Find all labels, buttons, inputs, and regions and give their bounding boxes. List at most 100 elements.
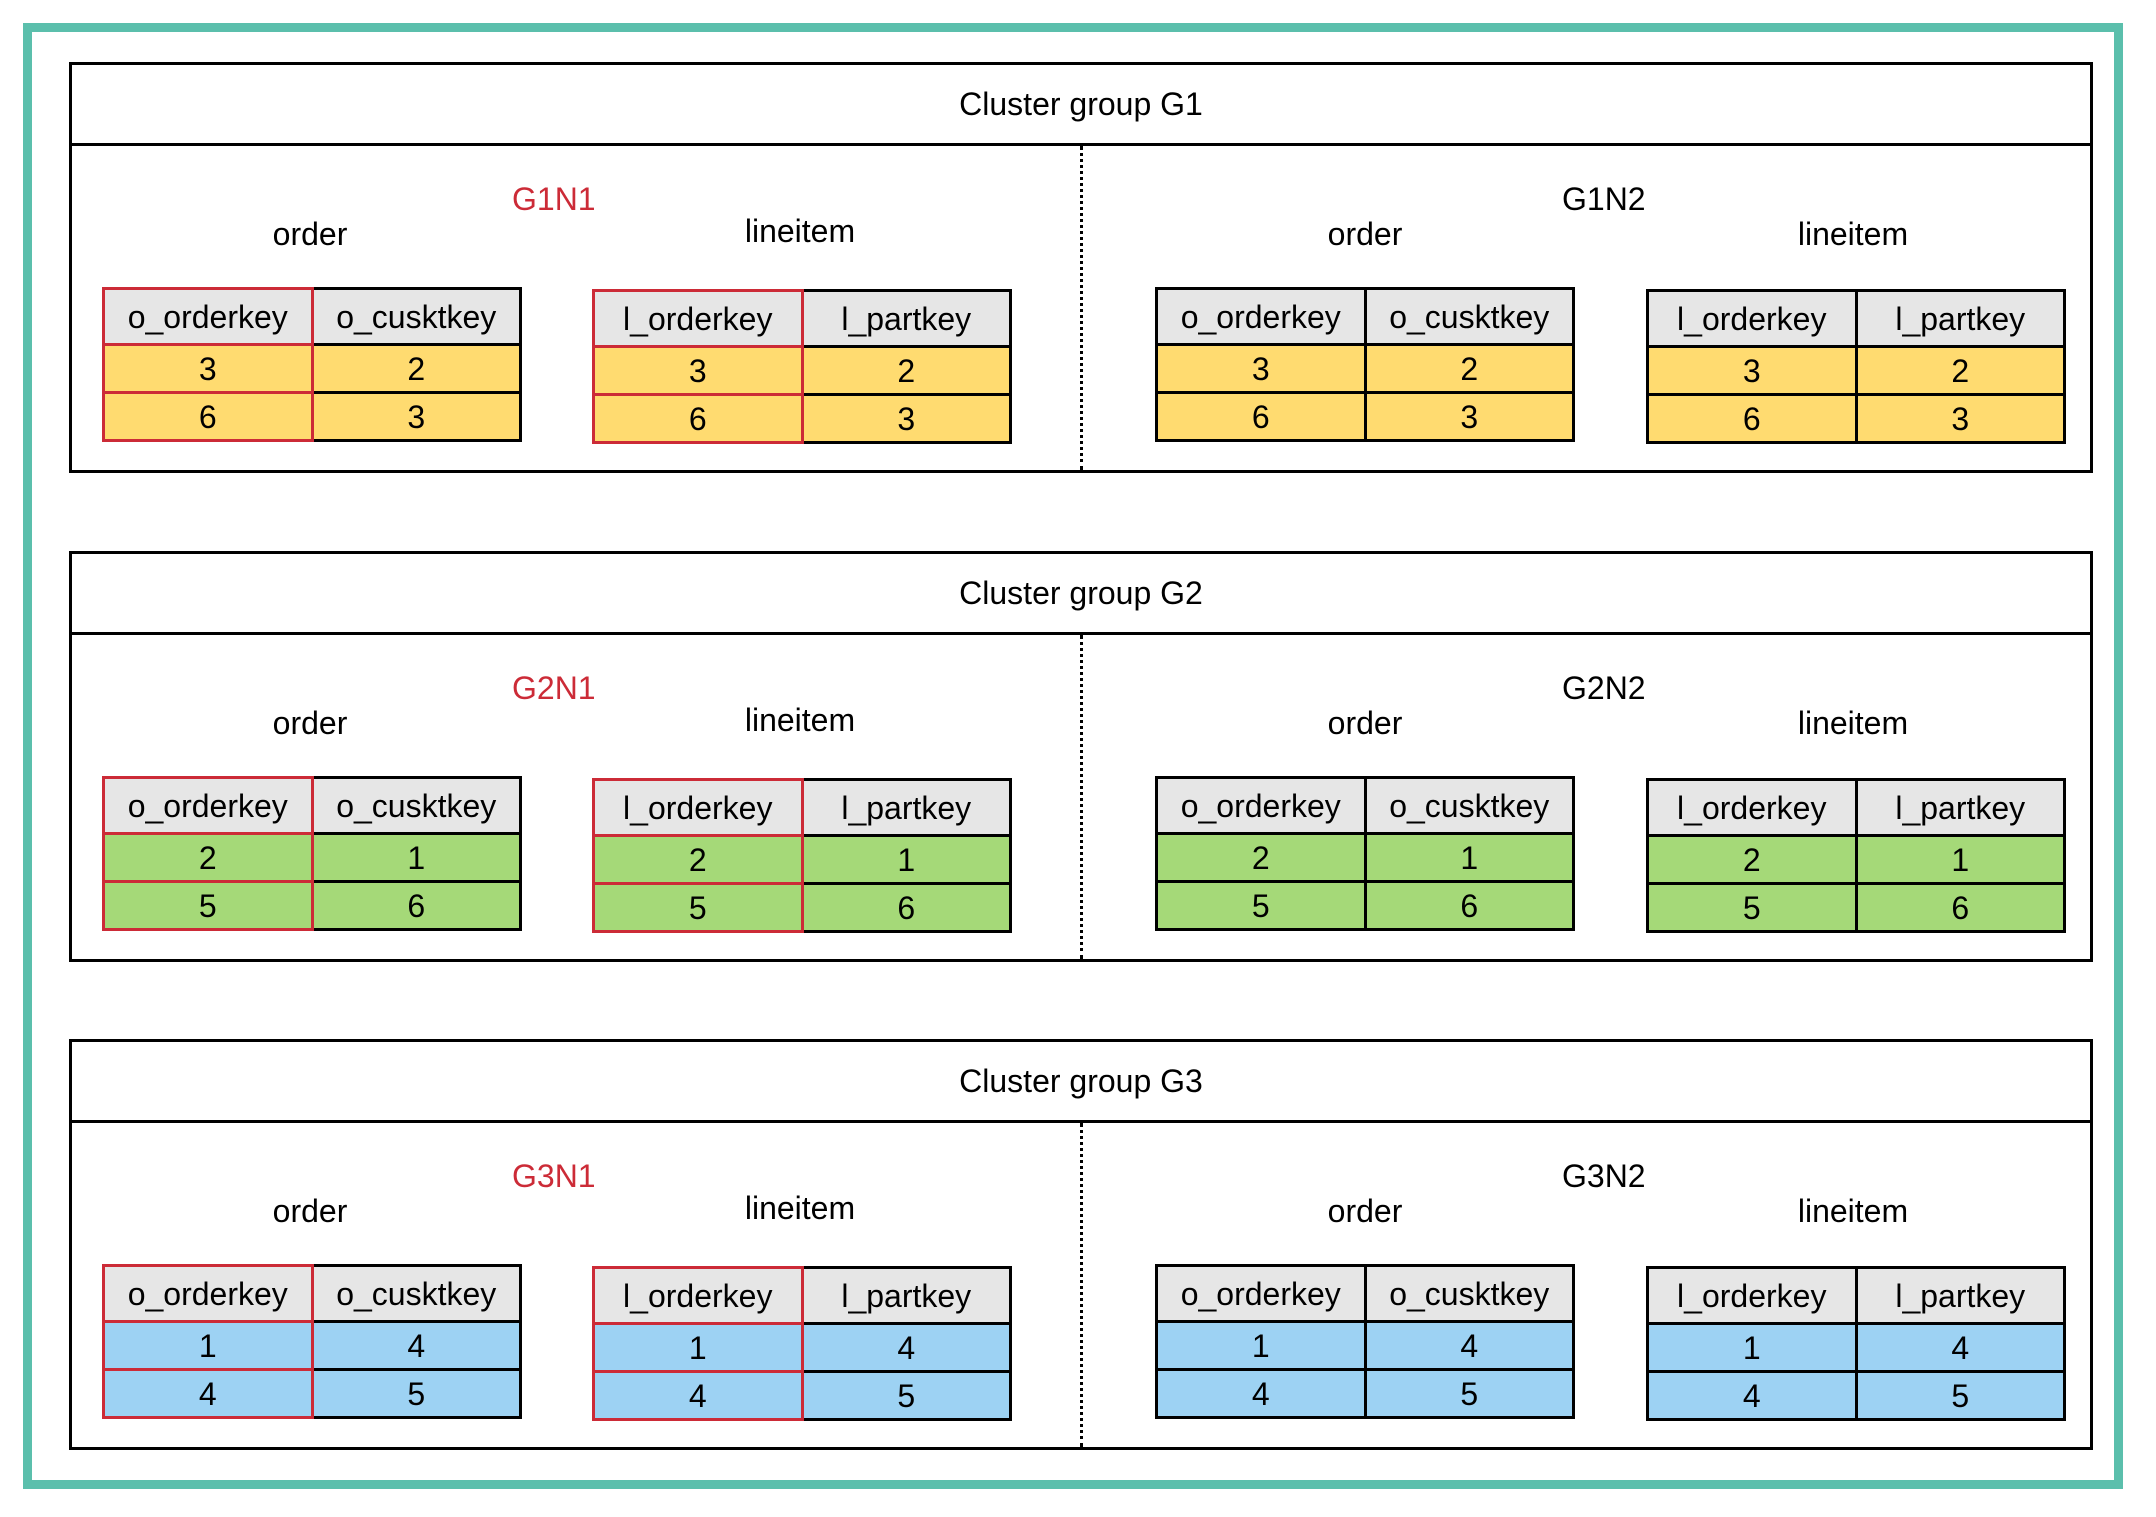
column-header: o_orderkey bbox=[1155, 287, 1367, 346]
table-cell: 5 bbox=[310, 1368, 522, 1419]
table-cell: 1 bbox=[1854, 834, 2066, 885]
table-cell: 4 bbox=[592, 1370, 804, 1421]
table-cell: 1 bbox=[1363, 832, 1575, 883]
order-table-name: order bbox=[272, 1193, 348, 1229]
table-cell: 4 bbox=[310, 1320, 522, 1371]
node-divider bbox=[1080, 146, 1083, 470]
node-divider bbox=[1080, 1123, 1083, 1447]
table-cell: 3 bbox=[310, 391, 522, 442]
table-cell: 5 bbox=[1854, 1370, 2066, 1421]
table-cell: 4 bbox=[1646, 1370, 1858, 1421]
node-name: G3N2 bbox=[1562, 1158, 1646, 1194]
table-cell: 6 bbox=[1363, 880, 1575, 931]
order-table-name: order bbox=[272, 216, 348, 252]
table-cell: 4 bbox=[1363, 1320, 1575, 1371]
table-cell: 1 bbox=[1646, 1322, 1858, 1373]
table-cell: 1 bbox=[102, 1320, 314, 1371]
column-header: l_orderkey bbox=[1646, 778, 1858, 837]
table-cell: 1 bbox=[800, 834, 1012, 885]
column-header: o_orderkey bbox=[102, 1264, 314, 1323]
column-header: o_cusktkey bbox=[310, 776, 522, 835]
node-divider bbox=[1080, 635, 1083, 959]
table-cell: 1 bbox=[1155, 1320, 1367, 1371]
table-cell: 2 bbox=[1155, 832, 1367, 883]
table-cell: 5 bbox=[1155, 880, 1367, 931]
table-cell: 1 bbox=[310, 832, 522, 883]
table-cell: 1 bbox=[592, 1322, 804, 1373]
table-cell: 4 bbox=[1155, 1368, 1367, 1419]
table-cell: 3 bbox=[1646, 345, 1858, 396]
column-header: o_cusktkey bbox=[1363, 287, 1575, 346]
table-cell: 6 bbox=[310, 880, 522, 931]
lineitem-table-name: lineitem bbox=[744, 702, 856, 738]
table-cell: 2 bbox=[1646, 834, 1858, 885]
table-cell: 6 bbox=[1155, 391, 1367, 442]
table-cell: 3 bbox=[102, 343, 314, 394]
column-header: o_orderkey bbox=[1155, 1264, 1367, 1323]
lineitem-table-name: lineitem bbox=[1797, 705, 1909, 741]
order-table-name: order bbox=[1327, 705, 1403, 741]
table-cell: 5 bbox=[1646, 882, 1858, 933]
column-header: o_cusktkey bbox=[1363, 1264, 1575, 1323]
column-header: o_cusktkey bbox=[310, 287, 522, 346]
column-header: l_orderkey bbox=[1646, 289, 1858, 348]
node-name: G1N2 bbox=[1562, 181, 1646, 217]
column-header: l_partkey bbox=[1854, 778, 2066, 837]
cluster-group-title: Cluster group G3 bbox=[72, 1042, 2090, 1123]
column-header: l_partkey bbox=[1854, 289, 2066, 348]
table-cell: 5 bbox=[592, 882, 804, 933]
column-header: l_partkey bbox=[800, 778, 1012, 837]
column-header: o_cusktkey bbox=[1363, 776, 1575, 835]
table-cell: 5 bbox=[800, 1370, 1012, 1421]
table-cell: 2 bbox=[1363, 343, 1575, 394]
table-cell: 2 bbox=[102, 832, 314, 883]
cluster-group-title: Cluster group G2 bbox=[72, 554, 2090, 635]
column-header: o_orderkey bbox=[102, 776, 314, 835]
node-name: G1N1 bbox=[512, 181, 596, 217]
table-cell: 4 bbox=[102, 1368, 314, 1419]
column-header: o_cusktkey bbox=[310, 1264, 522, 1323]
column-header: l_partkey bbox=[800, 1266, 1012, 1325]
lineitem-table-name: lineitem bbox=[1797, 216, 1909, 252]
lineitem-table-name: lineitem bbox=[744, 213, 856, 249]
column-header: l_partkey bbox=[800, 289, 1012, 348]
order-table-name: order bbox=[1327, 216, 1403, 252]
node-name: G2N2 bbox=[1562, 670, 1646, 706]
